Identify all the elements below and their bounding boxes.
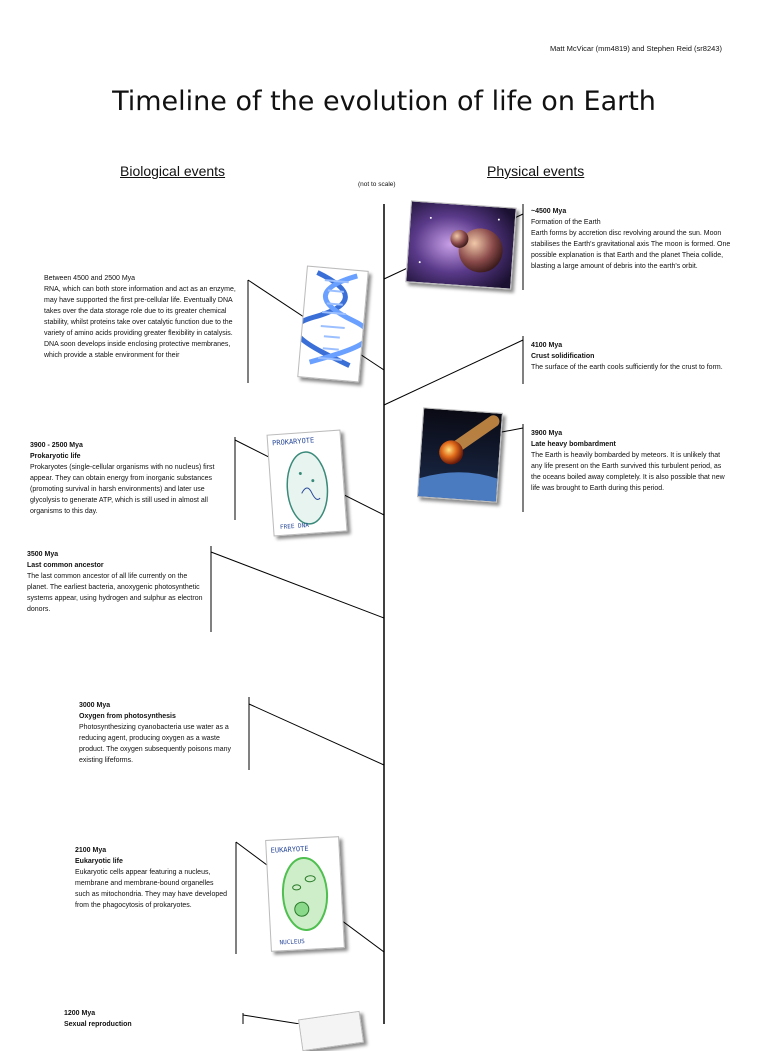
event-date: 3500 Mya	[27, 551, 59, 558]
event-description: The last common ancestor of all life cur…	[27, 573, 203, 613]
eukaryote-label: EUKARYOTE	[270, 845, 308, 855]
bio-event-rna: Between 4500 and 2500 Mya RNA, which can…	[44, 273, 244, 361]
biological-events-heading: Biological events	[120, 163, 226, 179]
page-title: Timeline of the evolution of life on Ear…	[112, 86, 656, 117]
event-description: Photosynthesizing cyanobacteria use wate…	[79, 724, 232, 764]
event-description: RNA, which can both store information an…	[44, 286, 236, 359]
earth-formation-image	[405, 200, 517, 290]
bio-event-eukaryotic: 2100 Mya Eukaryotic life Eukaryotic cell…	[75, 845, 230, 911]
timeline-connectors	[210, 204, 524, 1024]
event-description: Eukaryotic cells appear featuring a nucl…	[75, 869, 228, 909]
bio-event-prokaryotic: 3900 - 2500 Mya Prokaryotic life Prokary…	[30, 440, 230, 517]
bio-event-sexual: 1200 Mya Sexual reproduction	[64, 1008, 234, 1030]
nucleus-label: NUCLEUS	[279, 938, 305, 946]
event-name: Sexual reproduction	[64, 1021, 132, 1028]
event-date: Between 4500 and 2500 Mya	[44, 275, 136, 282]
event-name: Late heavy bombardment	[531, 441, 616, 448]
authors-line: Matt McVicar (mm4819) and Stephen Reid (…	[549, 44, 722, 53]
event-name: Eukaryotic life	[75, 858, 123, 865]
physical-events-heading: Physical events	[487, 163, 585, 179]
event-description: Prokaryotes (single-cellular organisms w…	[30, 464, 215, 515]
event-description: The surface of the earth cools sufficien…	[531, 364, 723, 371]
event-name: Formation of the Earth	[531, 219, 601, 226]
eukaryote-drawing: EUKARYOTE NUCLEUS	[265, 836, 345, 952]
event-description: The Earth is heavily bombarded by meteor…	[531, 452, 725, 492]
free-dna-label: FREE DNA	[280, 522, 310, 531]
event-name: Prokaryotic life	[30, 453, 81, 460]
phys-event-bombardment: 3900 Mya Late heavy bombardment The Eart…	[531, 428, 731, 494]
scale-note: (not to scale)	[358, 181, 396, 188]
prokaryote-label: PROKARYOTE	[272, 436, 315, 447]
event-date: 3900 - 2500 Mya	[30, 442, 83, 449]
event-name: Oxygen from photosynthesis	[79, 713, 176, 720]
bio-event-oxygen: 3000 Mya Oxygen from photosynthesis Phot…	[79, 700, 241, 766]
event-date: 3900 Mya	[531, 430, 563, 437]
event-date: 2100 Mya	[75, 847, 107, 854]
prokaryote-drawing: PROKARYOTE FREE DNA	[266, 429, 348, 537]
event-description: Earth forms by accretion disc revolving …	[531, 230, 731, 270]
event-date: ~4500 Mya	[531, 208, 567, 215]
event-date: 3000 Mya	[79, 702, 111, 709]
event-name: Last common ancestor	[27, 562, 104, 569]
event-date: 1200 Mya	[64, 1010, 96, 1017]
dna-helix-image	[297, 265, 369, 383]
meteor-bombardment-image	[416, 407, 504, 503]
phys-event-earth-formation: ~4500 Mya Formation of the Earth Earth f…	[531, 206, 731, 272]
phys-event-crust: 4100 Mya Crust solidification The surfac…	[531, 340, 731, 373]
event-date: 4100 Mya	[531, 342, 563, 349]
bio-event-lca: 3500 Mya Last common ancestor The last c…	[27, 549, 207, 615]
event-name: Crust solidification	[531, 353, 595, 360]
